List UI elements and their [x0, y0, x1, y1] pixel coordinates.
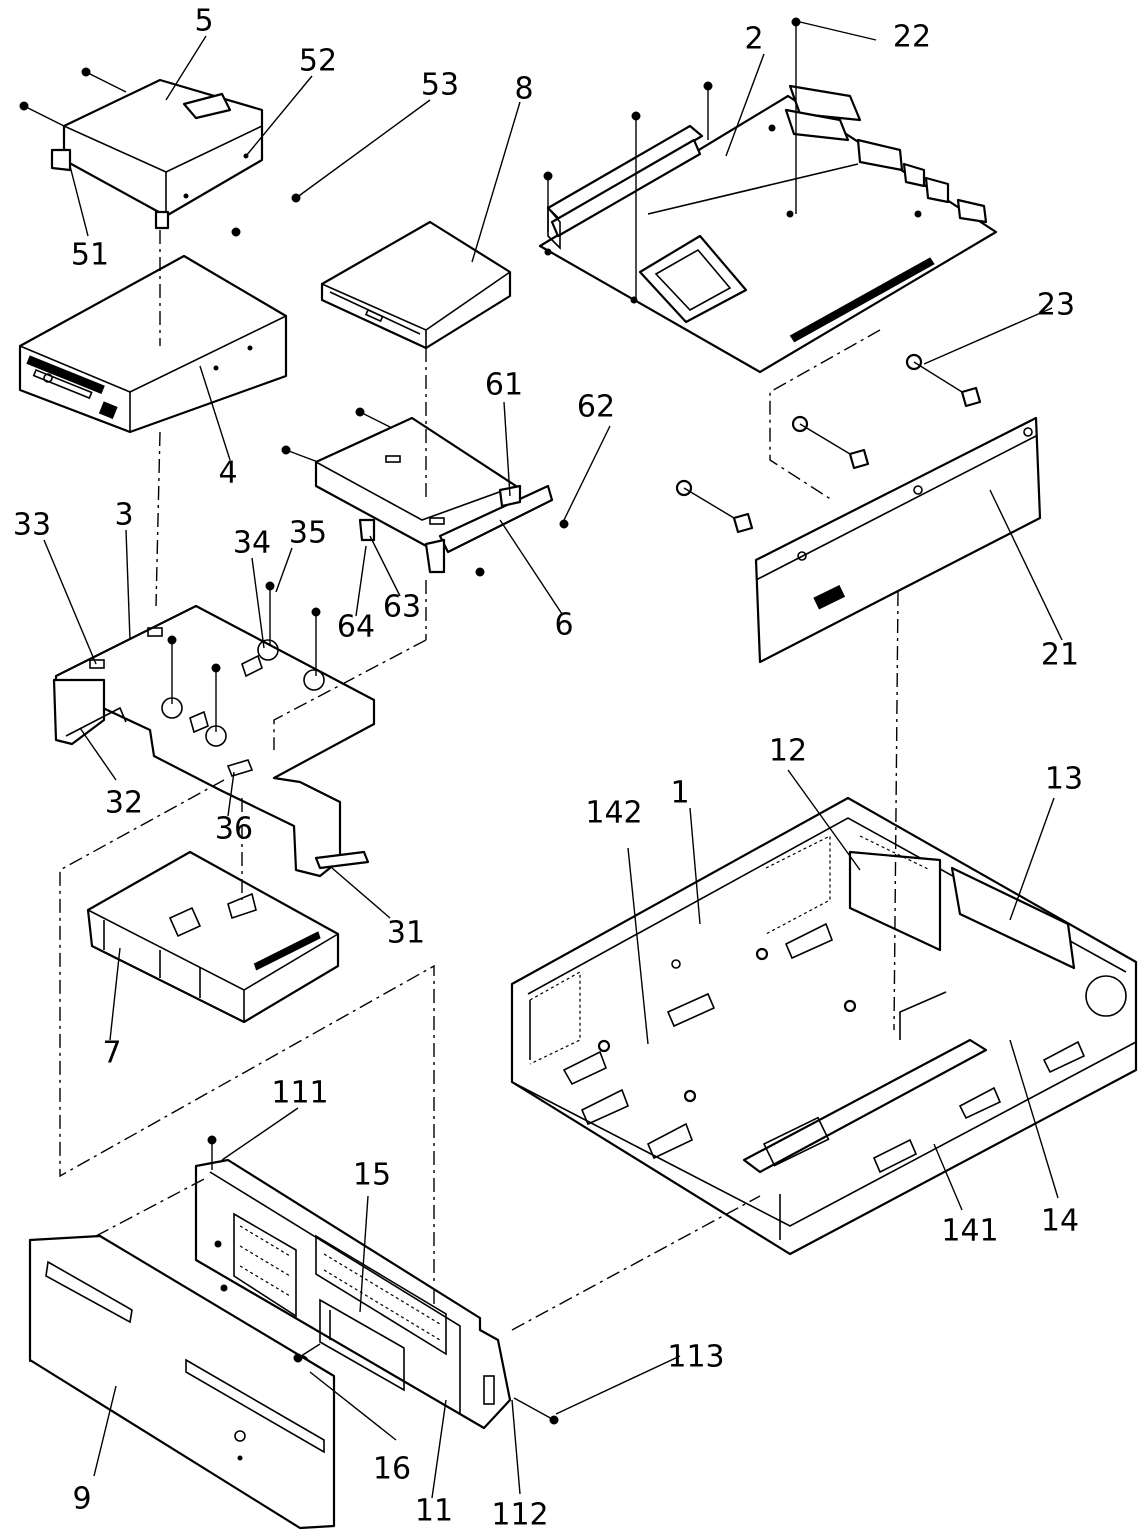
- label-61: 61: [485, 368, 523, 403]
- part-5-floppy-bracket: [52, 80, 262, 228]
- label-2: 2: [744, 22, 763, 57]
- label-64: 64: [337, 610, 375, 645]
- label-7: 7: [102, 1036, 121, 1071]
- label-8: 8: [514, 72, 533, 107]
- label-53: 53: [421, 68, 459, 103]
- label-14: 14: [1041, 1204, 1079, 1239]
- label-51: 51: [71, 238, 109, 273]
- label-23: 23: [1037, 288, 1075, 323]
- label-15: 15: [353, 1158, 391, 1193]
- label-5: 5: [194, 4, 213, 39]
- label-34: 34: [233, 526, 271, 561]
- label-1: 1: [670, 776, 689, 811]
- part-2-motherboard: [540, 86, 996, 372]
- label-36: 36: [215, 812, 253, 847]
- label-33: 33: [13, 508, 51, 543]
- label-22: 22: [893, 20, 931, 55]
- label-3: 3: [114, 498, 133, 533]
- label-31: 31: [387, 916, 425, 951]
- label-21: 21: [1041, 638, 1079, 673]
- label-13: 13: [1045, 762, 1083, 797]
- label-113: 113: [667, 1340, 724, 1375]
- part-7-hard-drive: [88, 852, 338, 1022]
- label-142: 142: [585, 796, 642, 831]
- label-32: 32: [105, 786, 143, 821]
- label-62: 62: [577, 390, 615, 425]
- label-35: 35: [289, 516, 327, 551]
- label-16: 16: [373, 1452, 411, 1487]
- label-6: 6: [554, 608, 573, 643]
- label-52: 52: [299, 44, 337, 79]
- label-11: 11: [415, 1494, 453, 1529]
- label-9: 9: [72, 1482, 91, 1517]
- part-1-chassis: [512, 798, 1136, 1254]
- label-12: 12: [769, 734, 807, 769]
- label-111: 111: [271, 1076, 328, 1111]
- part-4-floppy-drive: [20, 256, 286, 432]
- label-112: 112: [491, 1498, 548, 1533]
- part-6-optical-bracket: [316, 418, 552, 572]
- label-63: 63: [383, 590, 421, 625]
- part-8-optical-drive: [322, 222, 510, 348]
- label-141: 141: [941, 1214, 998, 1249]
- label-4: 4: [218, 456, 237, 491]
